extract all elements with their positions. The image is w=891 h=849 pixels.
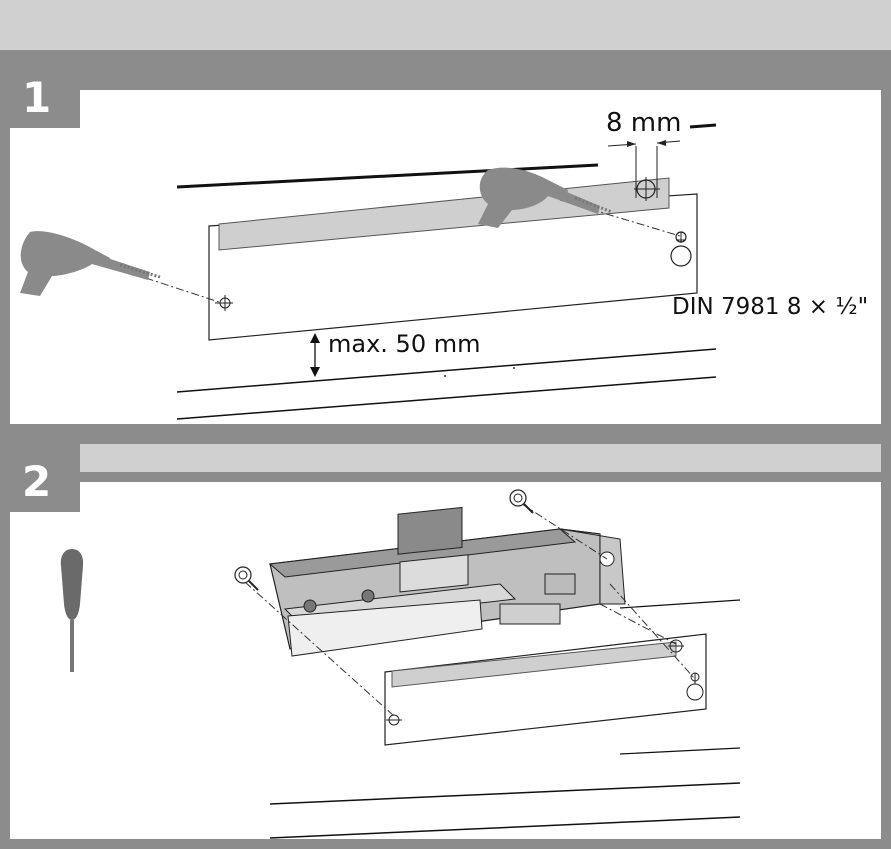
keyhole-icon (686, 672, 704, 701)
drill-icon (478, 167, 613, 228)
step-1-panel: 1 8 mm max. 50 mm DIN 7981 8 × ½" (0, 50, 891, 434)
screwdriver-icon (60, 549, 84, 672)
step-number: 1 (22, 73, 52, 122)
hole-diameter-label: 8 mm (606, 108, 682, 138)
wall-top-line (176, 163, 599, 189)
max-distance-label: max. 50 mm (328, 330, 481, 358)
device-icon (268, 506, 626, 657)
drill-hole-marker (634, 177, 660, 201)
keyhole-icon (670, 231, 692, 267)
step-2-panel: 2 (0, 434, 891, 849)
wall-line-1 (176, 348, 717, 393)
step-1-illustration (0, 50, 891, 434)
hole-marker-left (386, 714, 402, 726)
screw-spec-label: DIN 7981 8 × ½" (672, 294, 869, 320)
screw-icon (234, 566, 259, 591)
screw-icon (509, 489, 534, 514)
drill-hole-marker-left (215, 295, 233, 311)
top-band (0, 0, 891, 50)
drill-icon (20, 231, 161, 296)
step-number: 2 (22, 457, 52, 506)
hole-marker (668, 639, 684, 653)
wall-line-2 (176, 376, 717, 420)
step-2-header-band (80, 444, 881, 472)
step-2-illustration (0, 434, 891, 849)
